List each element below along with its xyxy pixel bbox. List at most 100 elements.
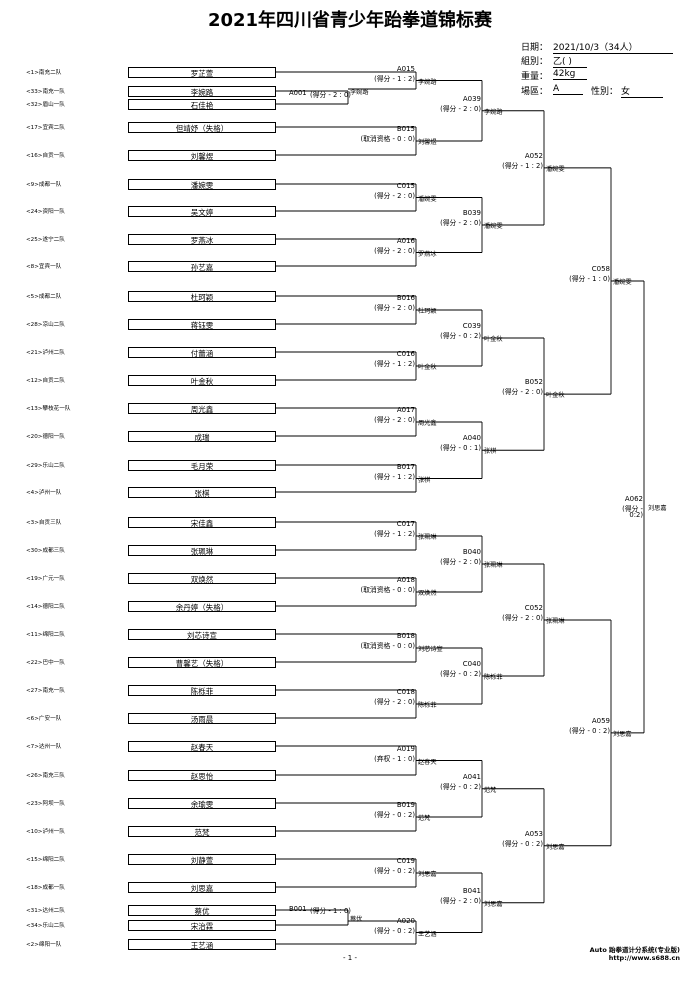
- player-box: 宋治霖: [128, 919, 276, 931]
- player-box: 曹馨艺（失格）: [128, 656, 276, 668]
- page-number: - 1 -: [343, 954, 357, 962]
- match-code: A018: [396, 576, 415, 584]
- match-winner: 陈栎菲: [418, 702, 437, 709]
- player-box: 周光鑫: [128, 402, 276, 414]
- match-score: (得分 - 2 : 0): [502, 614, 543, 622]
- match-score: (得分 - 0 : 2): [440, 782, 481, 791]
- player-box: 蔡优: [128, 904, 276, 916]
- match-score: (得分 - 0 : 1): [440, 444, 481, 453]
- match-score: (得分 - 0 : 2): [502, 839, 543, 848]
- match-code: A015: [396, 64, 415, 73]
- match-winner: 刘思嘉: [418, 871, 437, 878]
- prelim-code: A001: [289, 89, 307, 97]
- seed-label: <21>泸州二队: [26, 350, 65, 356]
- player-box: 刘芯诗宣: [128, 628, 276, 640]
- player-box: 孙艺嘉: [128, 260, 276, 272]
- match-code: B041: [462, 886, 481, 895]
- player-box: 但靖妤（失格）: [128, 121, 276, 133]
- match-score: (得分 - 1 : 2): [374, 360, 415, 368]
- match-score: (得分 - 2 : 0): [440, 896, 481, 905]
- seed-label: <2>绵阳一队: [26, 942, 62, 948]
- player-box: 刘静萱: [128, 853, 276, 865]
- match-score: (得分 - 0 : 2): [569, 726, 610, 735]
- player-box: 范梵: [128, 825, 276, 837]
- seed-label: <22>巴中一队: [26, 660, 65, 666]
- seed-label: <18>成都一队: [26, 885, 65, 891]
- match-score: (得分 - 1 : 2): [374, 530, 415, 538]
- seed-label: <24>资阳一队: [26, 209, 65, 215]
- match-code: A041: [462, 772, 481, 781]
- player-box: 罗燕冰: [128, 233, 276, 245]
- player-box: 石佳艳: [128, 98, 276, 110]
- player-box: 赵思怡: [128, 769, 276, 781]
- seed-label: <25>遂宁二队: [26, 237, 65, 243]
- match-code: A053: [524, 829, 543, 838]
- match-score: (得分 - 2 : 0): [502, 388, 543, 397]
- match-code: C039: [462, 322, 481, 330]
- match-code: C040: [462, 660, 481, 668]
- prelim-code: B001: [289, 905, 307, 913]
- seed-label: <15>绵阳二队: [26, 857, 65, 863]
- match-score: (得分 - 0 : 2): [374, 867, 415, 875]
- info-label: 組別：: [521, 57, 549, 67]
- match-score: (得分 - 0 : 2): [374, 926, 415, 935]
- match-score: (得分 - 0 : 2): [440, 670, 481, 678]
- match-code: C015: [396, 181, 415, 190]
- match-score: (得分 - 0 : 2): [440, 332, 481, 340]
- match-code: B040: [462, 548, 481, 556]
- match-code: A020: [396, 916, 415, 925]
- seed-label: <7>达州一队: [26, 744, 62, 750]
- match-winner: 李婉路: [418, 78, 437, 86]
- match-score: (得分 - 2 : 0): [440, 104, 481, 113]
- info-value: 42kg: [553, 69, 587, 80]
- info-value: 乙( ): [553, 54, 587, 68]
- match-winner: 刘思嘉: [546, 843, 565, 851]
- seed-label: <10>泸州一队: [26, 829, 65, 835]
- prelim-score: (得分 - 1 : 0): [310, 907, 351, 915]
- match-winner: 范梵: [484, 786, 497, 794]
- match-code: B016: [396, 294, 415, 302]
- match-winner: 张珮琳: [484, 562, 503, 569]
- seed-label: <16>自贡一队: [26, 153, 65, 159]
- seed-label: <9>成都一队: [26, 182, 62, 188]
- match-score: (得分 - 1 : 2): [374, 472, 415, 481]
- match-score: (得分 - 1 : 0): [569, 275, 610, 283]
- player-box: 潘婉雯: [128, 178, 276, 190]
- final-score-1: (得分 -: [622, 504, 643, 513]
- page-title: 2021年四川省青少年跆拳道锦标赛: [207, 10, 493, 31]
- player-box: 余丹婷（失格）: [128, 600, 276, 612]
- seed-label: <20>德阳一队: [26, 434, 65, 440]
- seed-label: <12>自贡二队: [26, 378, 65, 384]
- match-winner: 刘馨煜: [418, 139, 437, 146]
- seed-label: <31>达州二队: [26, 908, 65, 914]
- match-score: (取消资格 - 0 : 0): [360, 586, 415, 594]
- match-code: B039: [462, 209, 481, 217]
- match-code: B017: [396, 462, 415, 471]
- match-code: A040: [462, 434, 481, 443]
- match-winner: 赵春天: [418, 758, 437, 766]
- seed-label: <29>乐山二队: [26, 463, 65, 469]
- seed-label: <26>南充三队: [26, 773, 65, 779]
- seed-label: <27>南充一队: [26, 688, 65, 694]
- player-box: 刘思嘉: [128, 881, 276, 893]
- seed-label: <19>广元一队: [26, 576, 65, 582]
- match-code: B015: [396, 125, 415, 133]
- info-label: 場區：: [521, 87, 549, 97]
- match-score: (得分 - 2 : 0): [374, 416, 415, 424]
- match-code: C018: [396, 688, 415, 696]
- match-code: C016: [396, 350, 415, 358]
- match-winner: 王艺涵: [418, 930, 437, 938]
- player-box: 蒋钰雯: [128, 318, 276, 330]
- match-code: B019: [396, 801, 415, 809]
- seed-label: <6>广安一队: [26, 716, 62, 722]
- match-winner: 刘思嘉: [484, 900, 503, 908]
- match-winner: 张珮琳: [418, 534, 437, 541]
- info-value: 2021/10/3（34人）: [553, 40, 673, 54]
- match-code: C052: [524, 604, 543, 612]
- player-box: 张珮琳: [128, 544, 276, 556]
- match-code: A039: [462, 94, 481, 103]
- seed-label: <13>攀枝花一队: [26, 406, 71, 412]
- match-score: (得分 - 2 : 0): [440, 219, 481, 227]
- match-winner: 陈栎菲: [484, 674, 503, 681]
- seed-label: <5>成都二队: [26, 294, 62, 300]
